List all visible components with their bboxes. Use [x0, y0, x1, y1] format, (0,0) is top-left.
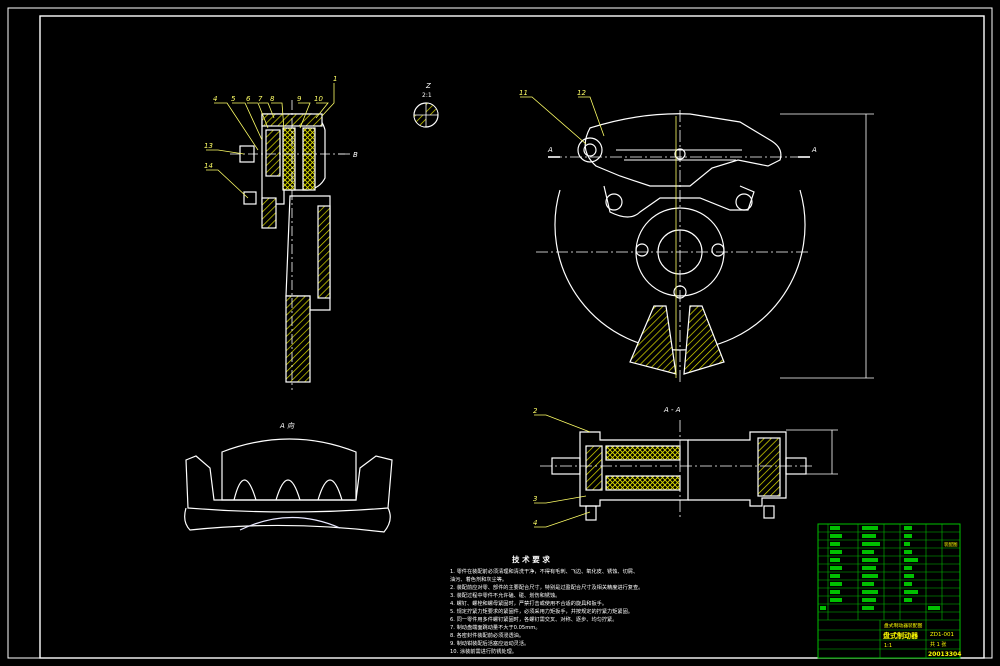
title-block-drawing-title: 盘式制动器 — [883, 631, 919, 640]
balloon-13: 13 — [204, 142, 213, 150]
hub-bolt-1 — [635, 243, 649, 257]
section-aa-leaders — [534, 414, 591, 528]
title-block-scale: 1:1 — [884, 643, 892, 649]
balloon-6: 6 — [246, 95, 251, 103]
side-section-view — [230, 100, 345, 390]
side-view-balloons: 4 5 6 7 8 9 10 1 13 14 — [204, 75, 337, 170]
section-bolt-right — [763, 505, 775, 519]
section-frame-right — [688, 431, 787, 507]
tech-note-line: 3. 装配过程中零件不允许磕、碰、划伤和锈蚀。 — [450, 591, 560, 599]
title-block: 装配图 盘式制动器装配图 盘式制动器 ZD1-001 1:1 共 1 张 200… — [817, 523, 961, 659]
pad-bottom-arc — [239, 516, 341, 531]
title-block-drawing-no: ZD1-001 — [930, 632, 954, 638]
balloon-section-4: 4 — [533, 519, 537, 527]
detail-z: Z 2:1 — [413, 82, 439, 128]
front-view — [536, 110, 810, 385]
front-view-leaders — [520, 96, 605, 145]
tech-note-line: 6. 同一零件用多件螺钉紧固时，各螺钉需交叉、对称、逐步、均匀拧紧。 — [450, 615, 617, 623]
tech-note-line: 1. 零件在装配前必须清理和清洗干净，不得有毛刺、飞边、氧化皮、锈蚀、切屑、 — [450, 567, 638, 575]
piston — [265, 129, 281, 177]
mount-hole-upper-inner — [583, 143, 597, 157]
balloon-14: 14 — [204, 162, 213, 170]
balloon-section-2: 2 — [533, 407, 538, 415]
bracket-lower — [261, 197, 277, 229]
side-arrow-label: B — [353, 151, 358, 159]
tech-note-line: 油污、着色剂和灰尘等。 — [450, 575, 507, 583]
dim-vertical-disc — [780, 113, 874, 379]
vent-section — [629, 305, 677, 375]
hub-bolt-2 — [711, 243, 725, 257]
balloon-12: 12 — [577, 89, 586, 97]
caliper-top — [584, 113, 782, 187]
balloon-10: 10 — [314, 95, 323, 103]
pad-back-plate — [184, 507, 391, 533]
tech-note-line: 2. 装配前应对零、部件的主要配合尺寸，特别是过盈配合尺寸及相关精度进行复查。 — [450, 583, 643, 591]
cut-label-right: A — [811, 146, 817, 154]
pad-top-arc — [221, 438, 357, 501]
balloon-9: 9 — [297, 95, 302, 103]
detail-z-label: Z — [425, 82, 431, 90]
tech-note-line: 7. 制动盘端面跳动量不大于0.05mm。 — [450, 623, 541, 631]
disc-hub-hatch — [317, 205, 331, 299]
parts-list-fill — [820, 526, 940, 610]
bottom-view-a: A 向 — [184, 422, 393, 533]
tech-note-line: 4. 螺钉、螺栓和螺母紧固时，严禁打击或使用不合适的旋具和扳手。 — [450, 599, 607, 607]
balloon-1: 1 — [333, 75, 337, 83]
balloon-section-3: 3 — [533, 495, 537, 503]
title-block-subtitle: 盘式制动器装配图 — [884, 622, 923, 629]
balloon-11: 11 — [519, 89, 528, 97]
section-piston — [585, 445, 603, 491]
vent-section-right — [683, 305, 725, 375]
balloon-7: 7 — [258, 95, 263, 103]
cut-line-aa: A A — [547, 146, 817, 158]
bolt-head-lower — [243, 191, 257, 205]
guide-pin-left — [605, 193, 623, 211]
title-block-code: 20013304 — [928, 651, 961, 658]
section-pad-lower — [605, 475, 681, 491]
balloon-8: 8 — [270, 95, 275, 103]
tech-note-line: 10. 涂装前需进行防锈处理。 — [450, 647, 517, 655]
bottom-view-label: A 向 — [279, 422, 295, 430]
section-pad-upper — [605, 445, 681, 461]
title-block-small: 装配图 — [944, 541, 958, 548]
section-right-plate — [757, 437, 781, 497]
brake-pad-right — [302, 127, 316, 191]
section-aa-dim — [786, 429, 838, 475]
pad-grooves — [233, 479, 343, 501]
balloon-4: 4 — [213, 95, 217, 103]
inner-frame — [39, 15, 985, 659]
section-aa-view: A - A — [540, 406, 812, 521]
side-view-leaders — [206, 83, 335, 199]
section-aa-label: A - A — [663, 406, 681, 414]
cut-label-left: A — [547, 146, 553, 154]
caliper-arm — [603, 185, 755, 218]
pad-outline — [185, 455, 393, 513]
disc-plate — [285, 295, 311, 383]
side-arrow-b: B — [338, 151, 358, 159]
balloon-5: 5 — [231, 95, 236, 103]
tech-note-line: 5. 规定拧紧力矩要求的紧固件，必须采用力矩扳手，并按规定的拧紧力矩紧固。 — [450, 607, 633, 615]
guide-pin-right — [735, 193, 753, 211]
technical-notes: 技 术 要 求 1. 零件在装配前必须清理和清洗干净，不得有毛刺、飞边、氧化皮、… — [450, 554, 643, 655]
tech-note-line: 8. 各密封件装配前必须浸透油。 — [450, 631, 524, 639]
tech-notes-title: 技 术 要 求 — [512, 554, 550, 564]
tech-note-line: 9. 制动钳装配后活塞应运动灵活。 — [450, 639, 529, 647]
parts-list-grid — [818, 524, 960, 658]
detail-z-scale: 2:1 — [422, 92, 432, 99]
brake-pad-left — [282, 127, 296, 191]
title-block-sheet: 共 1 张 — [930, 641, 946, 648]
mount-hole-upper — [577, 137, 603, 163]
